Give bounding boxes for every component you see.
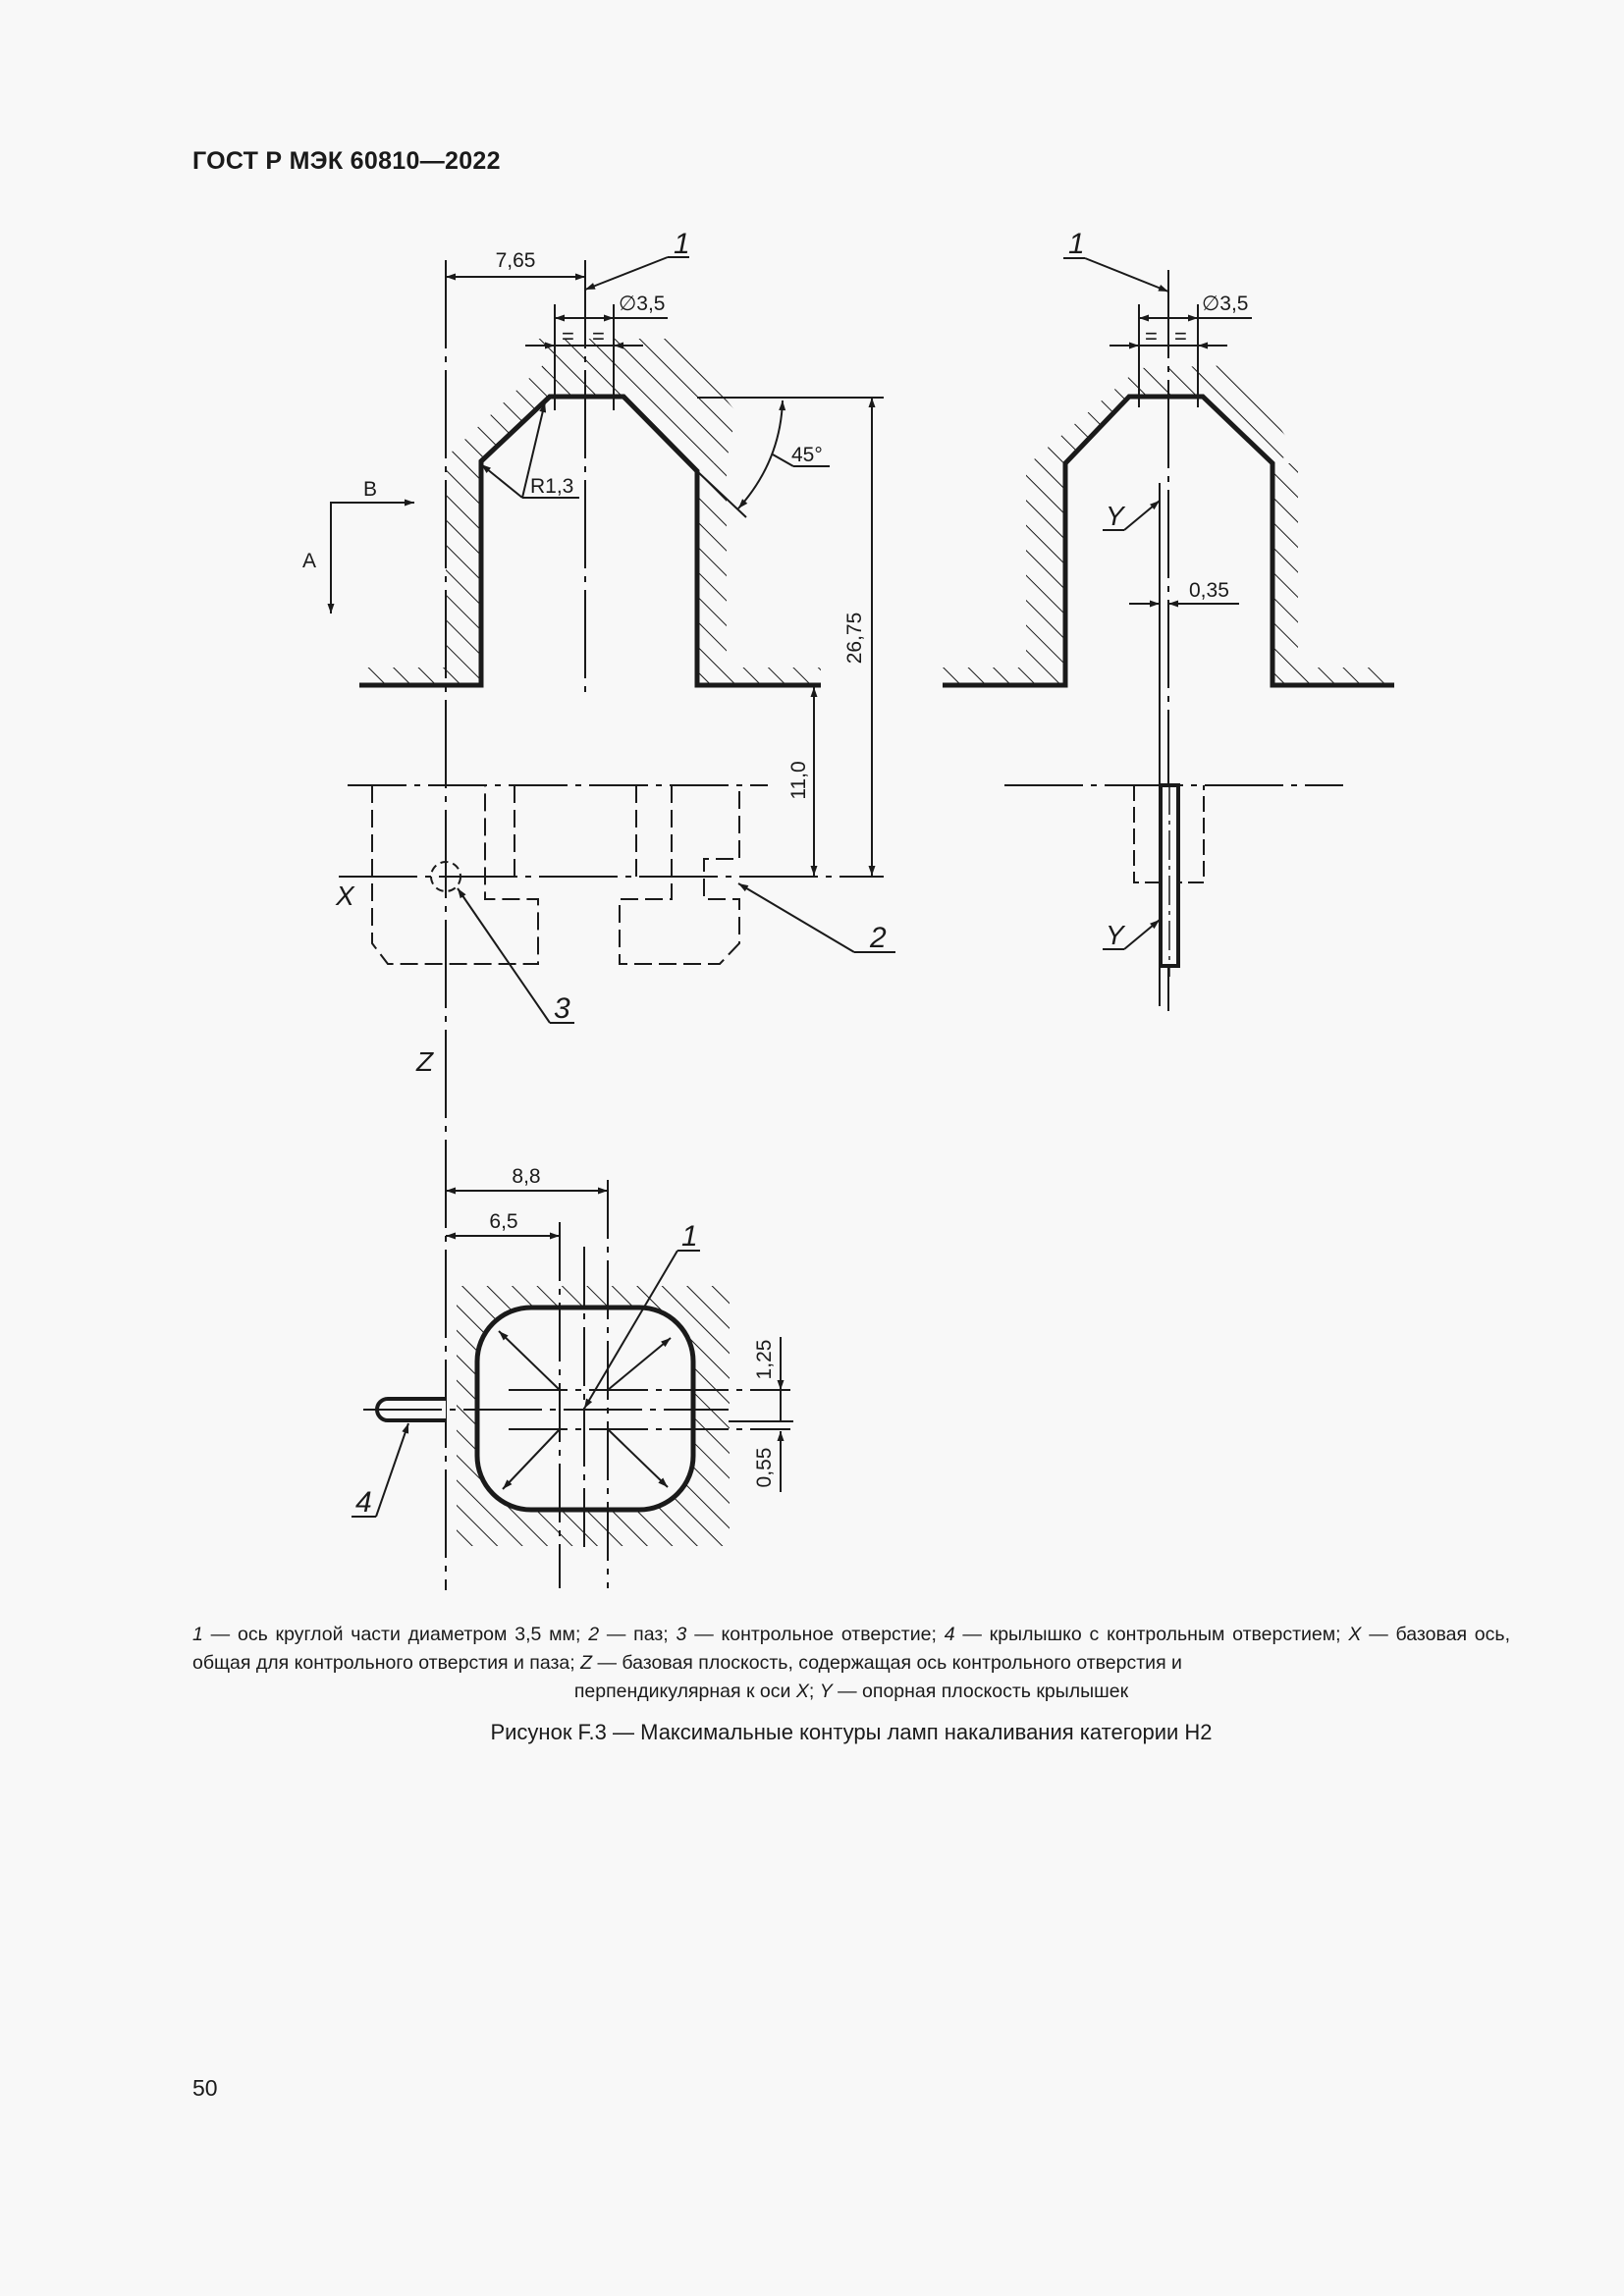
svg-text:45°: 45° [791, 444, 823, 466]
svg-text:11,0: 11,0 [787, 761, 810, 799]
svg-text:R1,3: R1,3 [530, 475, 573, 498]
svg-text:∅3,5: ∅3,5 [1202, 293, 1249, 315]
svg-text:=: = [562, 324, 574, 348]
legend-item-x: X — базовая ось, общая для контрольного … [192, 1624, 1510, 1674]
svg-text:1: 1 [674, 228, 690, 260]
svg-text:A: A [302, 550, 316, 572]
svg-text:7,65: 7,65 [496, 249, 536, 272]
top-view: 8,8 6,5 1 4 1,25 0,55 [352, 1165, 793, 1588]
svg-text:3: 3 [554, 992, 570, 1025]
document-header: ГОСТ Р МЭК 60810—2022 [192, 147, 501, 175]
svg-text:=: = [1145, 324, 1158, 348]
front-view: 7,65 1 ∅3,5 = = R1,3 45° 26,75 11,0 [302, 228, 895, 1590]
svg-text:Y: Y [1106, 501, 1126, 531]
svg-text:Y: Y [1106, 920, 1126, 950]
svg-text:=: = [592, 324, 605, 348]
svg-text:6,5: 6,5 [489, 1210, 517, 1233]
svg-text:1: 1 [1068, 228, 1085, 260]
svg-text:Z: Z [415, 1046, 434, 1077]
legend-item-y: перпендикулярная к оси X; Y — опорная пл… [573, 1681, 1129, 1702]
figure-legend: 1 — ось круглой части диаметром 3,5 мм; … [192, 1621, 1510, 1706]
legend-item-1: 1 — ось круглой части диаметром 3,5 мм; [192, 1624, 589, 1645]
page-number: 50 [192, 2075, 218, 2101]
svg-text:0,35: 0,35 [1189, 579, 1229, 602]
technical-drawing: 7,65 1 ∅3,5 = = R1,3 45° 26,75 11,0 [302, 228, 1394, 1590]
svg-text:1,25: 1,25 [753, 1340, 776, 1380]
svg-text:1: 1 [681, 1220, 698, 1253]
legend-item-z: Z — базовая плоскость, содержащая ось ко… [580, 1652, 1182, 1674]
svg-text:26,75: 26,75 [843, 613, 866, 665]
svg-text:X: X [335, 881, 355, 911]
side-view: 1 ∅3,5 = = Y 0,35 Y [943, 228, 1394, 1011]
svg-text:0,55: 0,55 [753, 1448, 776, 1488]
svg-text:B: B [363, 478, 377, 501]
svg-text:2: 2 [869, 922, 887, 954]
legend-item-2: 2 — паз; [588, 1624, 677, 1645]
legend-item-4: 4 — крылышко с контрольным отверстием; [944, 1624, 1349, 1645]
svg-text:=: = [1174, 324, 1187, 348]
figure-caption: Рисунок F.3 — Максимальные контуры ламп … [490, 1720, 1213, 1744]
legend-item-3: 3 — контрольное отверстие; [676, 1624, 945, 1645]
svg-text:4: 4 [355, 1486, 372, 1519]
svg-text:8,8: 8,8 [512, 1165, 540, 1188]
svg-text:∅3,5: ∅3,5 [619, 293, 666, 315]
